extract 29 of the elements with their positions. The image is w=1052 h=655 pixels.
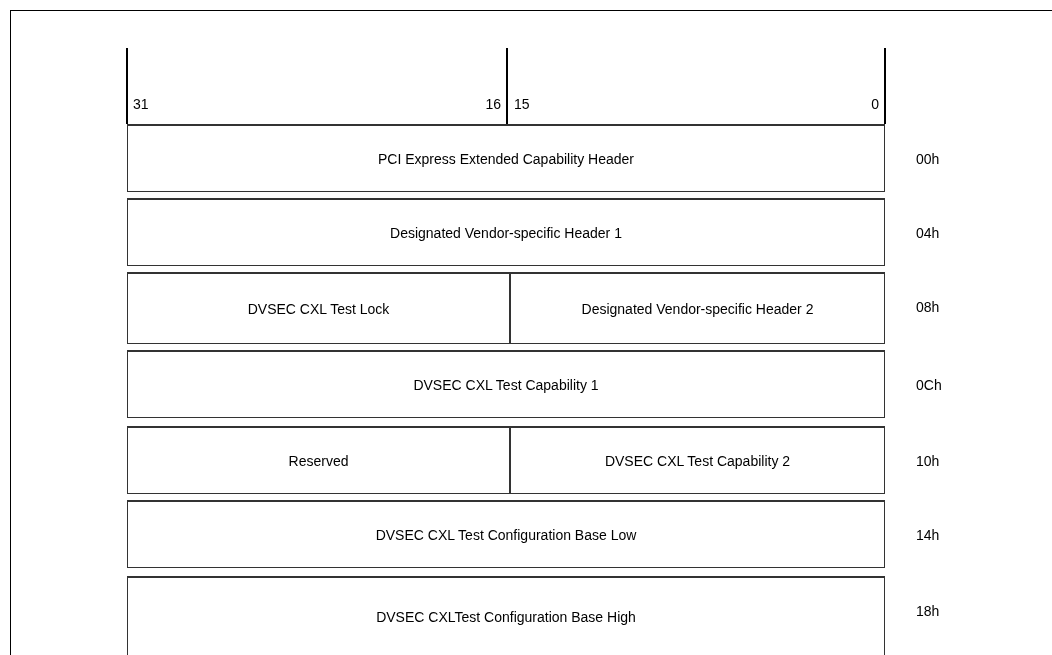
offset-label: 0Ch <box>916 377 942 393</box>
bit-number: 16 <box>485 96 501 112</box>
register-field <box>127 350 885 418</box>
register-field <box>127 198 885 266</box>
register-field <box>127 576 885 655</box>
register-field <box>127 272 510 344</box>
register-field <box>127 500 885 568</box>
field-name: DVSEC CXL Test Capability 1 <box>413 376 599 393</box>
field-name: DVSEC CXLTest Configuration Base High <box>376 608 636 625</box>
offset-label: 08h <box>916 299 940 315</box>
field-name: DVSEC CXL Test Configuration Base Low <box>375 526 637 543</box>
register-field <box>127 124 885 192</box>
offset-label: 00h <box>916 151 940 167</box>
field-name: Designated Vendor-specific Header 2 <box>581 300 814 317</box>
offset-label: 10h <box>916 453 940 469</box>
field-name: PCI Express Extended Capability Header <box>378 150 634 167</box>
offset-label: 04h <box>916 225 940 241</box>
offset-label: 14h <box>916 527 940 543</box>
field-name: DVSEC CXL Test Capability 2 <box>604 452 791 469</box>
register-field <box>510 272 885 344</box>
bit-number: 31 <box>133 96 149 112</box>
reserved-field <box>127 426 510 494</box>
field-name: Designated Vendor-specific Header 1 <box>390 224 622 241</box>
offset-label: 18h <box>916 603 940 619</box>
bit-number: 15 <box>514 96 530 112</box>
field-name: DVSEC CXL Test Lock <box>247 300 390 317</box>
register-field <box>510 426 885 494</box>
field-name: Reserved <box>288 452 349 469</box>
bit-number: 0 <box>871 96 879 112</box>
